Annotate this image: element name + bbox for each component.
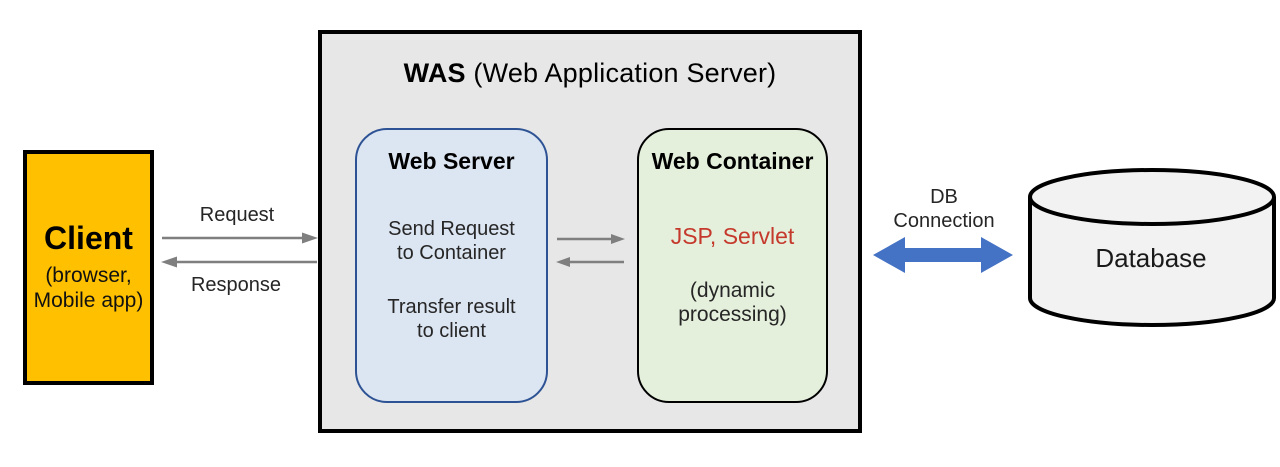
- was-title: WAS (Web Application Server): [322, 58, 858, 89]
- web-server-title: Web Server: [388, 148, 515, 174]
- client-subtitle: (browser, Mobile app): [34, 264, 144, 314]
- request-arrow: [162, 232, 318, 244]
- web-container-tech: JSP, Servlet: [670, 223, 795, 249]
- db-connection-arrow: [873, 237, 1013, 273]
- web-server-body2-line1: Transfer result: [387, 296, 516, 318]
- web-server-body1-line2: to Container: [397, 242, 506, 264]
- db-connection-label-line2: Connection: [893, 210, 995, 232]
- web-server-body2: Transfer result to client: [357, 295, 546, 343]
- db-connection-label-line1: DB: [930, 186, 958, 208]
- client-box: Client (browser, Mobile app): [23, 150, 154, 385]
- web-container-box: Web Container JSP, Servlet (dynamic proc…: [637, 128, 828, 403]
- web-container-title: Web Container: [651, 148, 814, 174]
- request-label: Request: [199, 204, 275, 226]
- web-server-body1-line1: Send Request: [388, 218, 515, 240]
- client-subtitle-line1: (browser,: [45, 264, 132, 288]
- client-title: Client: [44, 220, 133, 257]
- web-server-body1: Send Request to Container: [357, 217, 546, 265]
- was-title-acronym: WAS: [403, 58, 466, 88]
- response-label: Response: [190, 274, 282, 296]
- database-label: Database: [1095, 243, 1207, 273]
- web-container-note-line2: processing): [678, 303, 787, 326]
- db-connection-label: DB Connection: [869, 185, 1019, 233]
- was-title-expansion: (Web Application Server): [465, 58, 777, 88]
- web-container-note: (dynamic processing): [639, 279, 826, 327]
- web-server-box: Web Server Send Request to Container Tra…: [355, 128, 548, 403]
- web-server-body2-line2: to client: [417, 320, 486, 342]
- response-arrow: [161, 256, 317, 268]
- web-container-note-line1: (dynamic: [689, 279, 776, 302]
- client-subtitle-line2: Mobile app): [33, 289, 144, 313]
